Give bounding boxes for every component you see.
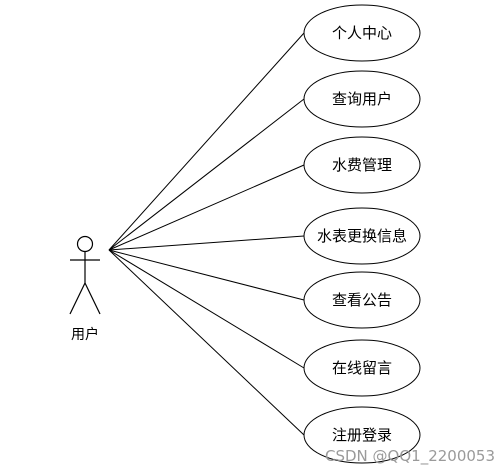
use-case-label: 查看公告 xyxy=(332,291,392,309)
use-case-ellipse xyxy=(303,339,421,397)
use-case-ellipse xyxy=(303,136,421,194)
use-case-label: 查询用户 xyxy=(332,90,392,108)
use-case-ellipse xyxy=(303,4,421,62)
use-case-label: 水费管理 xyxy=(332,156,392,174)
watermark-text: CSDN @QQ1_2200053 xyxy=(325,447,495,466)
use-case-label: 注册登录 xyxy=(332,426,392,444)
actor-left-leg xyxy=(69,282,86,315)
actor-head xyxy=(76,235,94,253)
use-cases: 个人中心 查询用户 水费管理 水表更换信息 查看公告 在线留言 注册登录 xyxy=(303,4,421,464)
association-line xyxy=(108,32,305,251)
use-case-water-fee-management: 水费管理 xyxy=(303,136,421,194)
actor-right-leg xyxy=(84,282,101,315)
use-case-online-message: 在线留言 xyxy=(303,339,421,397)
use-case-query-users: 查询用户 xyxy=(303,70,421,128)
association-line xyxy=(108,98,305,251)
use-case-register-login: 注册登录 xyxy=(303,406,421,464)
association-line xyxy=(108,249,305,436)
association-line xyxy=(108,164,305,251)
actor: 用户 xyxy=(69,235,101,343)
use-case-ellipse xyxy=(303,207,421,265)
actor-label: 用户 xyxy=(71,326,99,343)
use-case-ellipse xyxy=(303,406,421,464)
use-case-label: 个人中心 xyxy=(332,24,392,42)
use-case-label: 在线留言 xyxy=(332,359,392,377)
association-line xyxy=(108,249,305,301)
use-case-ellipse xyxy=(303,70,421,128)
association-line xyxy=(108,249,305,369)
use-case-ellipse xyxy=(303,271,421,329)
use-case-meter-replacement-info: 水表更换信息 xyxy=(303,207,421,265)
use-case-personal-center: 个人中心 xyxy=(303,4,421,62)
association-lines xyxy=(108,32,305,436)
use-case-label: 水表更换信息 xyxy=(317,227,407,245)
use-case-view-announcements: 查看公告 xyxy=(303,271,421,329)
association-line xyxy=(108,235,305,251)
